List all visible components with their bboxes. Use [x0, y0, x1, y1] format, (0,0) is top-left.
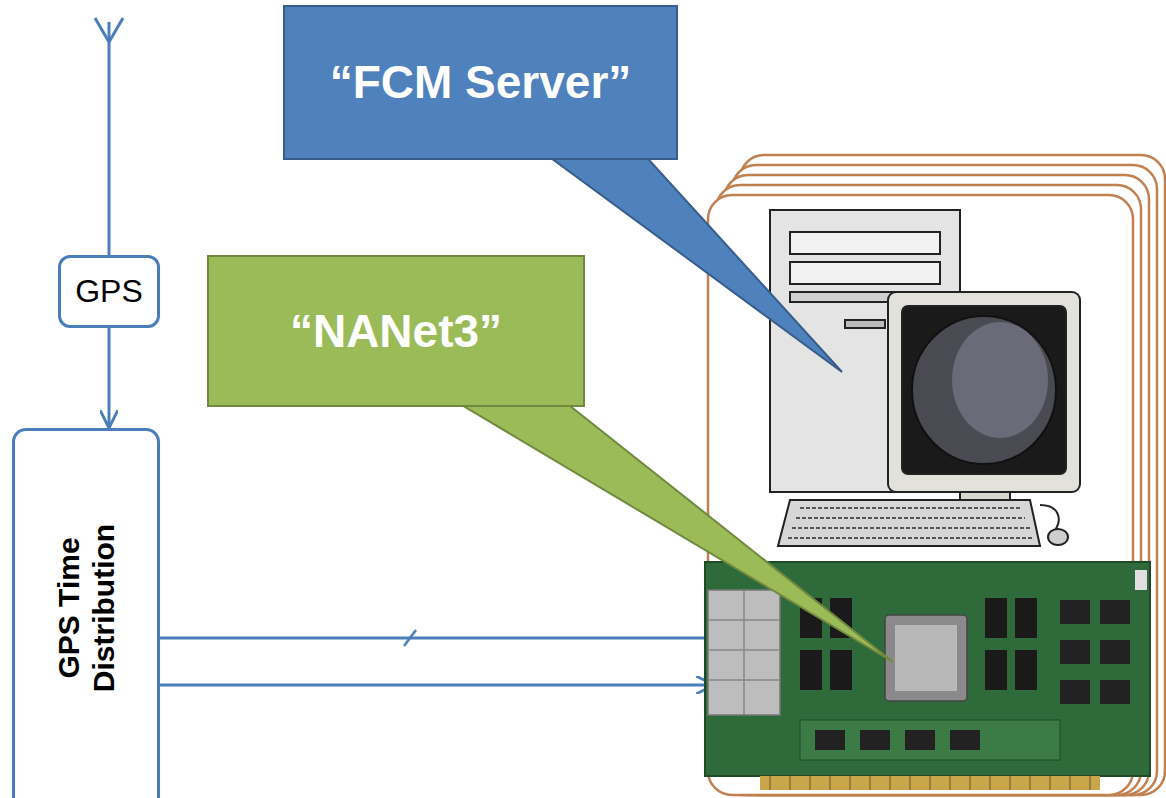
fpga-board-part	[885, 615, 967, 701]
fpga-board-part	[705, 562, 1150, 776]
fpga-board-part	[860, 730, 890, 750]
callout-box: “FCM Server”	[283, 5, 678, 160]
connector-arrow	[108, 328, 111, 428]
rotated-label: GPS Time Distribution	[52, 508, 121, 708]
process-box: GPS	[58, 255, 160, 328]
computer-illustration-part	[912, 316, 1056, 464]
fpga-board-part	[800, 650, 822, 690]
computer-illustration-part	[888, 292, 1080, 492]
signal-wire-part	[404, 630, 416, 646]
signal-wire-part	[160, 684, 714, 687]
callout-tail-part	[450, 398, 893, 662]
fpga-board-part	[708, 590, 780, 715]
fpga-board-part	[1060, 640, 1090, 664]
antenna-symbol	[95, 18, 123, 255]
fpga-board-part	[1060, 680, 1090, 704]
computer-illustration-part	[790, 262, 940, 284]
computer-illustration-part	[788, 508, 1034, 538]
fpga-board-part	[985, 650, 1007, 690]
fpga-board-part	[1100, 680, 1130, 704]
fpga-board-part	[830, 650, 852, 690]
fpga-board-part	[815, 730, 845, 750]
computer-illustration-part	[845, 320, 885, 328]
fpga-board-part	[760, 776, 1100, 790]
fpga-board-part	[1015, 598, 1037, 638]
computer-illustration-part	[790, 232, 940, 254]
fpga-board-part	[708, 590, 780, 715]
fpga-board-part	[1060, 600, 1090, 624]
fpga-board	[705, 562, 1150, 790]
fpga-board-part	[770, 776, 1090, 790]
fpga-board-part	[905, 730, 935, 750]
fpga-board-part	[800, 720, 1060, 760]
signal-wire-part	[160, 637, 708, 640]
computer-illustration-part	[1048, 529, 1068, 545]
fpga-board-part	[895, 625, 957, 691]
callout-box: “NANet3”	[207, 255, 585, 407]
callout-tail-part	[540, 150, 842, 372]
computer-illustration	[770, 210, 1080, 546]
fpga-board-part	[950, 730, 980, 750]
node-label: GPS	[75, 273, 143, 310]
computer-illustration-part	[778, 500, 1040, 546]
antenna-symbol-part	[108, 22, 111, 255]
process-box: GPS Time Distribution	[12, 428, 160, 798]
computer-illustration-part	[952, 322, 1048, 438]
signal-wire	[160, 630, 714, 685]
fpga-board-part	[1100, 640, 1130, 664]
node-label: “NANet3”	[290, 305, 502, 358]
fpga-board-part	[1100, 600, 1130, 624]
node-label: “FCM Server”	[330, 56, 632, 109]
fpga-board-part	[1135, 570, 1147, 590]
computer-illustration-part	[1040, 505, 1059, 530]
computer-illustration-part	[902, 306, 1066, 474]
fpga-board-part	[985, 598, 1007, 638]
fpga-board-part	[1015, 650, 1037, 690]
